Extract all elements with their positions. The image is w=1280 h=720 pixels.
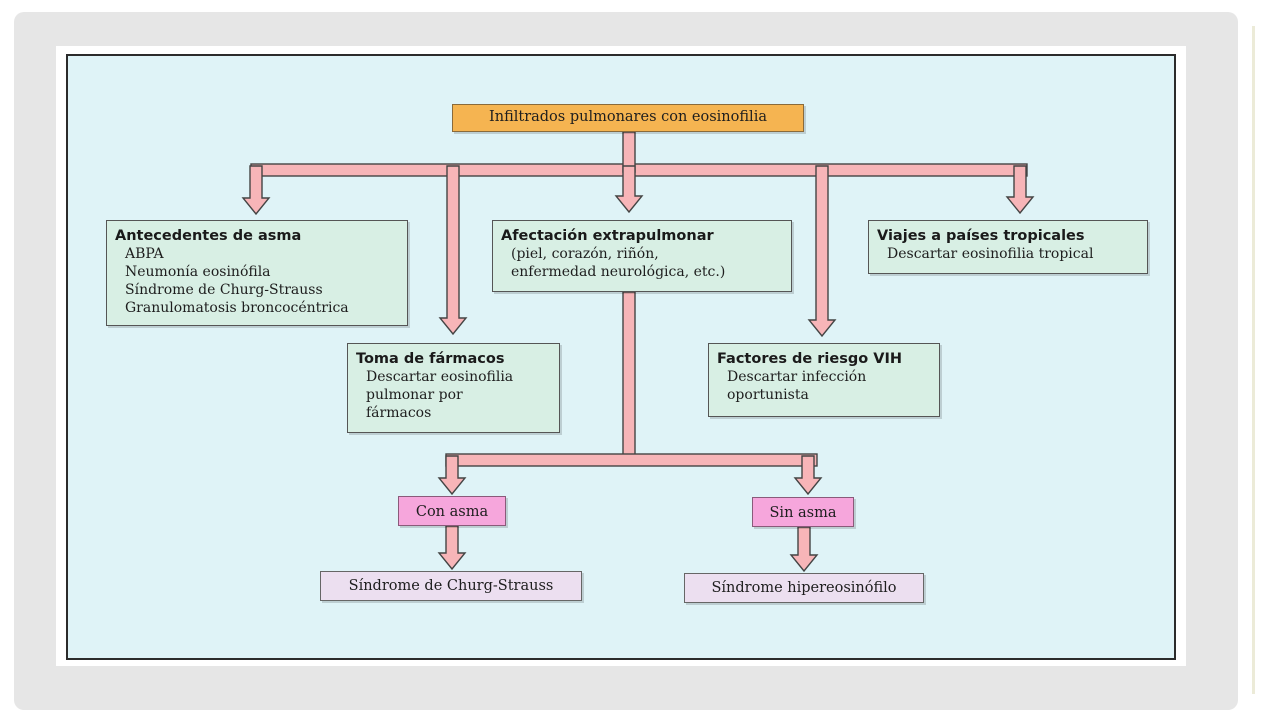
node-hiv-title: Factores de riesgo VIH xyxy=(717,351,902,367)
list-item: enfermedad neurológica, etc.) xyxy=(511,264,726,280)
node-hypereosinophilic: Síndrome hipereosinófilo xyxy=(684,573,924,603)
node-without-asthma: Sin asma xyxy=(752,497,854,527)
node-with-asthma-label: Con asma xyxy=(415,504,489,520)
list-item: (piel, corazón, riñón, xyxy=(511,246,659,262)
node-travel-title: Viajes a países tropicales xyxy=(877,228,1085,244)
top-distribution-bar xyxy=(250,163,1028,177)
arrow-to-with-asthma xyxy=(437,455,467,496)
list-item: oportunista xyxy=(727,387,809,403)
root-node: Infiltrados pulmonares con eosinofilia xyxy=(452,104,804,132)
list-item: Síndrome de Churg-Strauss xyxy=(125,282,323,298)
arrow-to-extrapulmonary xyxy=(614,165,644,214)
list-item: pulmonar por xyxy=(366,387,463,403)
node-extrapulmonary: Afectación extrapulmonar (piel, corazón,… xyxy=(492,220,792,292)
list-item: Descartar infección xyxy=(727,369,867,385)
root-node-label: Infiltrados pulmonares con eosinofilia xyxy=(489,109,767,125)
list-item: Descartar eosinofilia tropical xyxy=(887,246,1094,262)
list-item: fármacos xyxy=(366,405,432,421)
node-churg-strauss-label: Síndrome de Churg-Strauss xyxy=(348,578,554,594)
list-item: ABPA xyxy=(125,246,164,262)
diagram-panel xyxy=(66,54,1176,660)
extrapulmonary-stem-connector xyxy=(622,291,636,465)
node-asthma-history-title: Antecedentes de asma xyxy=(115,228,302,244)
node-asthma-history: Antecedentes de asma ABPA Neumonía eosin… xyxy=(106,220,408,326)
list-item: Descartar eosinofilia xyxy=(366,369,514,385)
list-item: Neumonía eosinófila xyxy=(125,264,271,280)
node-travel: Viajes a países tropicales Descartar eos… xyxy=(868,220,1148,274)
slide-side-line xyxy=(1252,26,1255,694)
node-with-asthma: Con asma xyxy=(398,496,506,526)
node-drugs: Toma de fármacos Descartar eosinofilia p… xyxy=(347,343,560,433)
arrow-to-asthma-history xyxy=(241,165,271,216)
node-hiv: Factores de riesgo VIH Descartar infecci… xyxy=(708,343,940,417)
arrow-to-travel xyxy=(1005,165,1035,215)
node-drugs-title: Toma de fármacos xyxy=(356,351,505,367)
asthma-split-bar xyxy=(445,453,818,467)
arrow-to-churg-strauss xyxy=(437,525,467,571)
arrow-to-drugs xyxy=(438,165,468,336)
node-extrapulmonary-title: Afectación extrapulmonar xyxy=(501,228,714,244)
list-item: Granulomatosis broncocéntrica xyxy=(125,300,349,316)
node-hypereosinophilic-label: Síndrome hipereosinófilo xyxy=(711,580,897,596)
node-without-asthma-label: Sin asma xyxy=(769,505,837,521)
arrow-to-hypereosinophilic xyxy=(789,526,819,573)
node-churg-strauss: Síndrome de Churg-Strauss xyxy=(320,571,582,601)
arrow-to-hiv xyxy=(807,165,837,338)
arrow-to-without-asthma xyxy=(793,455,823,496)
